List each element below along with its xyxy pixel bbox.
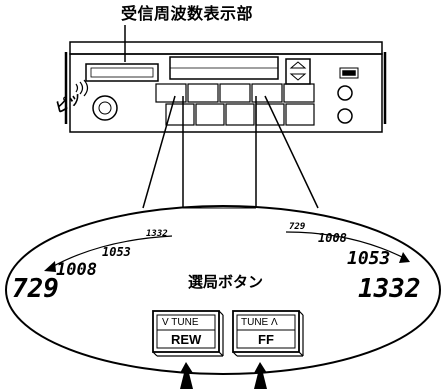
- left-arc-arrow: [44, 235, 173, 272]
- left-freq-1332: 1332: [146, 229, 168, 239]
- left-freq-1008: 1008: [56, 260, 97, 280]
- ff-button-label[interactable]: FF: [258, 332, 274, 347]
- beep-waves-icon: [75, 79, 89, 97]
- press-arrow-left-icon: [180, 362, 193, 389]
- left-freq-729: 729: [12, 274, 59, 304]
- rew-button-top-label: V TUNE: [162, 317, 199, 328]
- magnifier-ellipse: [5, 205, 441, 375]
- zoom-lines: [142, 95, 319, 209]
- left-freq-1053: 1053: [102, 245, 131, 259]
- right-freq-1008: 1008: [318, 231, 347, 245]
- frequency-display: [85, 63, 159, 82]
- radio-body: [69, 53, 383, 133]
- display-section-title: 受信周波数表示部: [121, 4, 254, 23]
- select-buttons-label: 選局ボタン: [188, 273, 264, 291]
- press-arrow-right-icon: [254, 362, 267, 389]
- rew-button-label[interactable]: REW: [171, 332, 202, 347]
- right-freq-1332: 1332: [358, 274, 421, 304]
- ff-button-frame: [232, 310, 304, 357]
- right-arc-arrow: [285, 231, 410, 263]
- rew-button-frame: [152, 310, 224, 357]
- right-freq-729: 729: [289, 222, 306, 232]
- right-freq-1053: 1053: [347, 248, 391, 269]
- volume-knob: [92, 95, 118, 121]
- radio-top-edge: [69, 41, 383, 55]
- ff-button-top-label: TUNE Λ: [241, 317, 278, 328]
- radio-unit: [64, 41, 387, 133]
